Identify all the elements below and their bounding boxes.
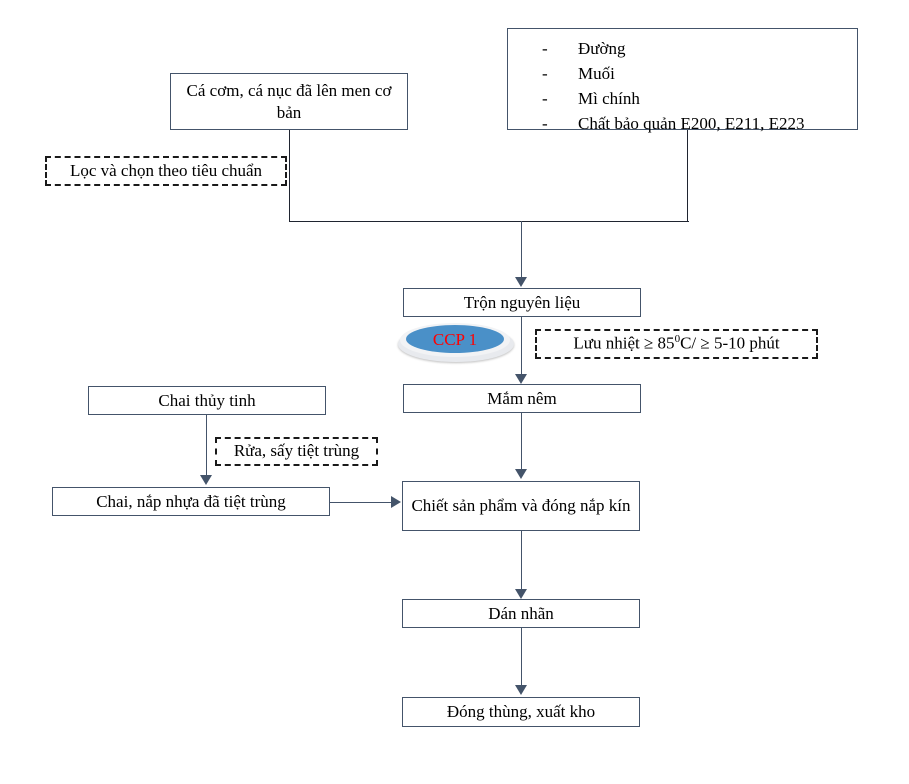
note-filter-select[interactable]: Lọc và chọn theo tiêu chuẩn — [45, 156, 287, 186]
node-sterile-bottle-label: Chai, nắp nhựa đã tiệt trùng — [96, 491, 286, 511]
node-pack-ship[interactable]: Đóng thùng, xuất kho — [402, 697, 640, 727]
bullet-dash: - — [542, 113, 548, 133]
connector-merge-horizontal — [289, 221, 689, 222]
connector-mix-to-mamnem — [521, 317, 522, 374]
arrowhead-to-packing — [515, 685, 527, 695]
list-item: - Chất bảo quản E200, E211, E223 — [534, 112, 847, 137]
note-wash-sterilize[interactable]: Rửa, sấy tiệt trùng — [215, 437, 378, 466]
node-mix-label: Trộn nguyên liệu — [463, 292, 581, 312]
node-mam-nem-label: Mắm nêm — [487, 388, 557, 408]
node-labeling[interactable]: Dán nhãn — [402, 599, 640, 628]
ingredient-label: Đường — [578, 39, 626, 58]
node-mix[interactable]: Trộn nguyên liệu — [403, 288, 641, 317]
ingredient-label: Mì chính — [578, 88, 640, 108]
list-item: - Mì chính — [534, 87, 847, 112]
note-heat-hold-label: Lưu nhiệt ≥ 850C/ ≥ 5-10 phút — [573, 333, 779, 354]
node-pack-ship-label: Đóng thùng, xuất kho — [446, 702, 596, 722]
arrowhead-to-mix — [515, 277, 527, 287]
list-item: - Đường — [534, 37, 847, 62]
ccp-label: CCP 1 — [432, 329, 478, 349]
connector-fish-down — [289, 130, 290, 222]
node-fill-cap[interactable]: Chiết sản phẩm và đóng nắp kín — [402, 481, 640, 531]
node-mam-nem[interactable]: Mắm nêm — [403, 384, 641, 413]
note-heat-hold[interactable]: Lưu nhiệt ≥ 850C/ ≥ 5-10 phút — [535, 329, 818, 359]
degree-superscript: 0 — [674, 333, 681, 346]
node-sterile-bottle[interactable]: Chai, nắp nhựa đã tiệt trùng — [52, 487, 330, 516]
ingredient-label: Muối — [578, 63, 615, 83]
node-fill-cap-label: Chiết sản phẩm và đóng nắp kín — [411, 496, 631, 516]
node-labeling-label: Dán nhãn — [488, 603, 554, 623]
connector-bottle-down — [206, 415, 207, 475]
ccp-fill: CCP 1 — [406, 325, 504, 353]
arrowhead-mamnem-to-fill — [515, 469, 527, 479]
node-raw-fish-label: Cá cơm, cá nục đã lên men cơ bản — [186, 81, 392, 122]
list-item: - Muối — [534, 62, 847, 87]
connector-sterile-to-fill — [330, 502, 392, 503]
node-glass-bottle[interactable]: Chai thủy tinh — [88, 386, 326, 415]
connector-label-to-pack — [521, 628, 522, 685]
bullet-dash: - — [542, 63, 548, 83]
node-ingredients[interactable]: - Đường - Muối - Mì chính - Chất bảo quản E2… — [507, 28, 858, 133]
heat-note-prefix: Lưu nhiệt ≥ 85 — [573, 334, 675, 354]
arrowhead-to-labeling — [515, 589, 527, 599]
node-glass-bottle-label: Chai thủy tinh — [158, 390, 256, 410]
connector-fill-to-label — [521, 531, 522, 589]
arrowhead-to-mamnem — [515, 374, 527, 384]
ingredient-label: Chất bảo quản E200, E211, E223 — [578, 113, 805, 133]
heat-note-suffix: C/ ≥ 5-10 phút — [680, 334, 780, 354]
connector-mamnem-to-fill — [521, 413, 522, 469]
connector-ingredients-down — [687, 130, 688, 222]
ingredients-list: - Đường - Muối - Mì chính - Chất bảo quản E2… — [534, 37, 847, 137]
note-filter-select-label: Lọc và chọn theo tiêu chuẩn — [69, 160, 263, 180]
note-wash-sterilize-label: Rửa, sấy tiệt trùng — [233, 441, 360, 461]
arrowhead-to-sterile-bottle — [200, 475, 212, 485]
node-raw-fish[interactable]: Cá cơm, cá nục đã lên men cơ bản — [170, 73, 408, 130]
arrowhead-to-fill — [391, 496, 401, 508]
connector-merge-stem — [521, 221, 522, 277]
bullet-dash: - — [542, 39, 548, 58]
bullet-dash: - — [542, 88, 548, 108]
node-ccp-1[interactable]: CCP 1 — [398, 322, 514, 364]
